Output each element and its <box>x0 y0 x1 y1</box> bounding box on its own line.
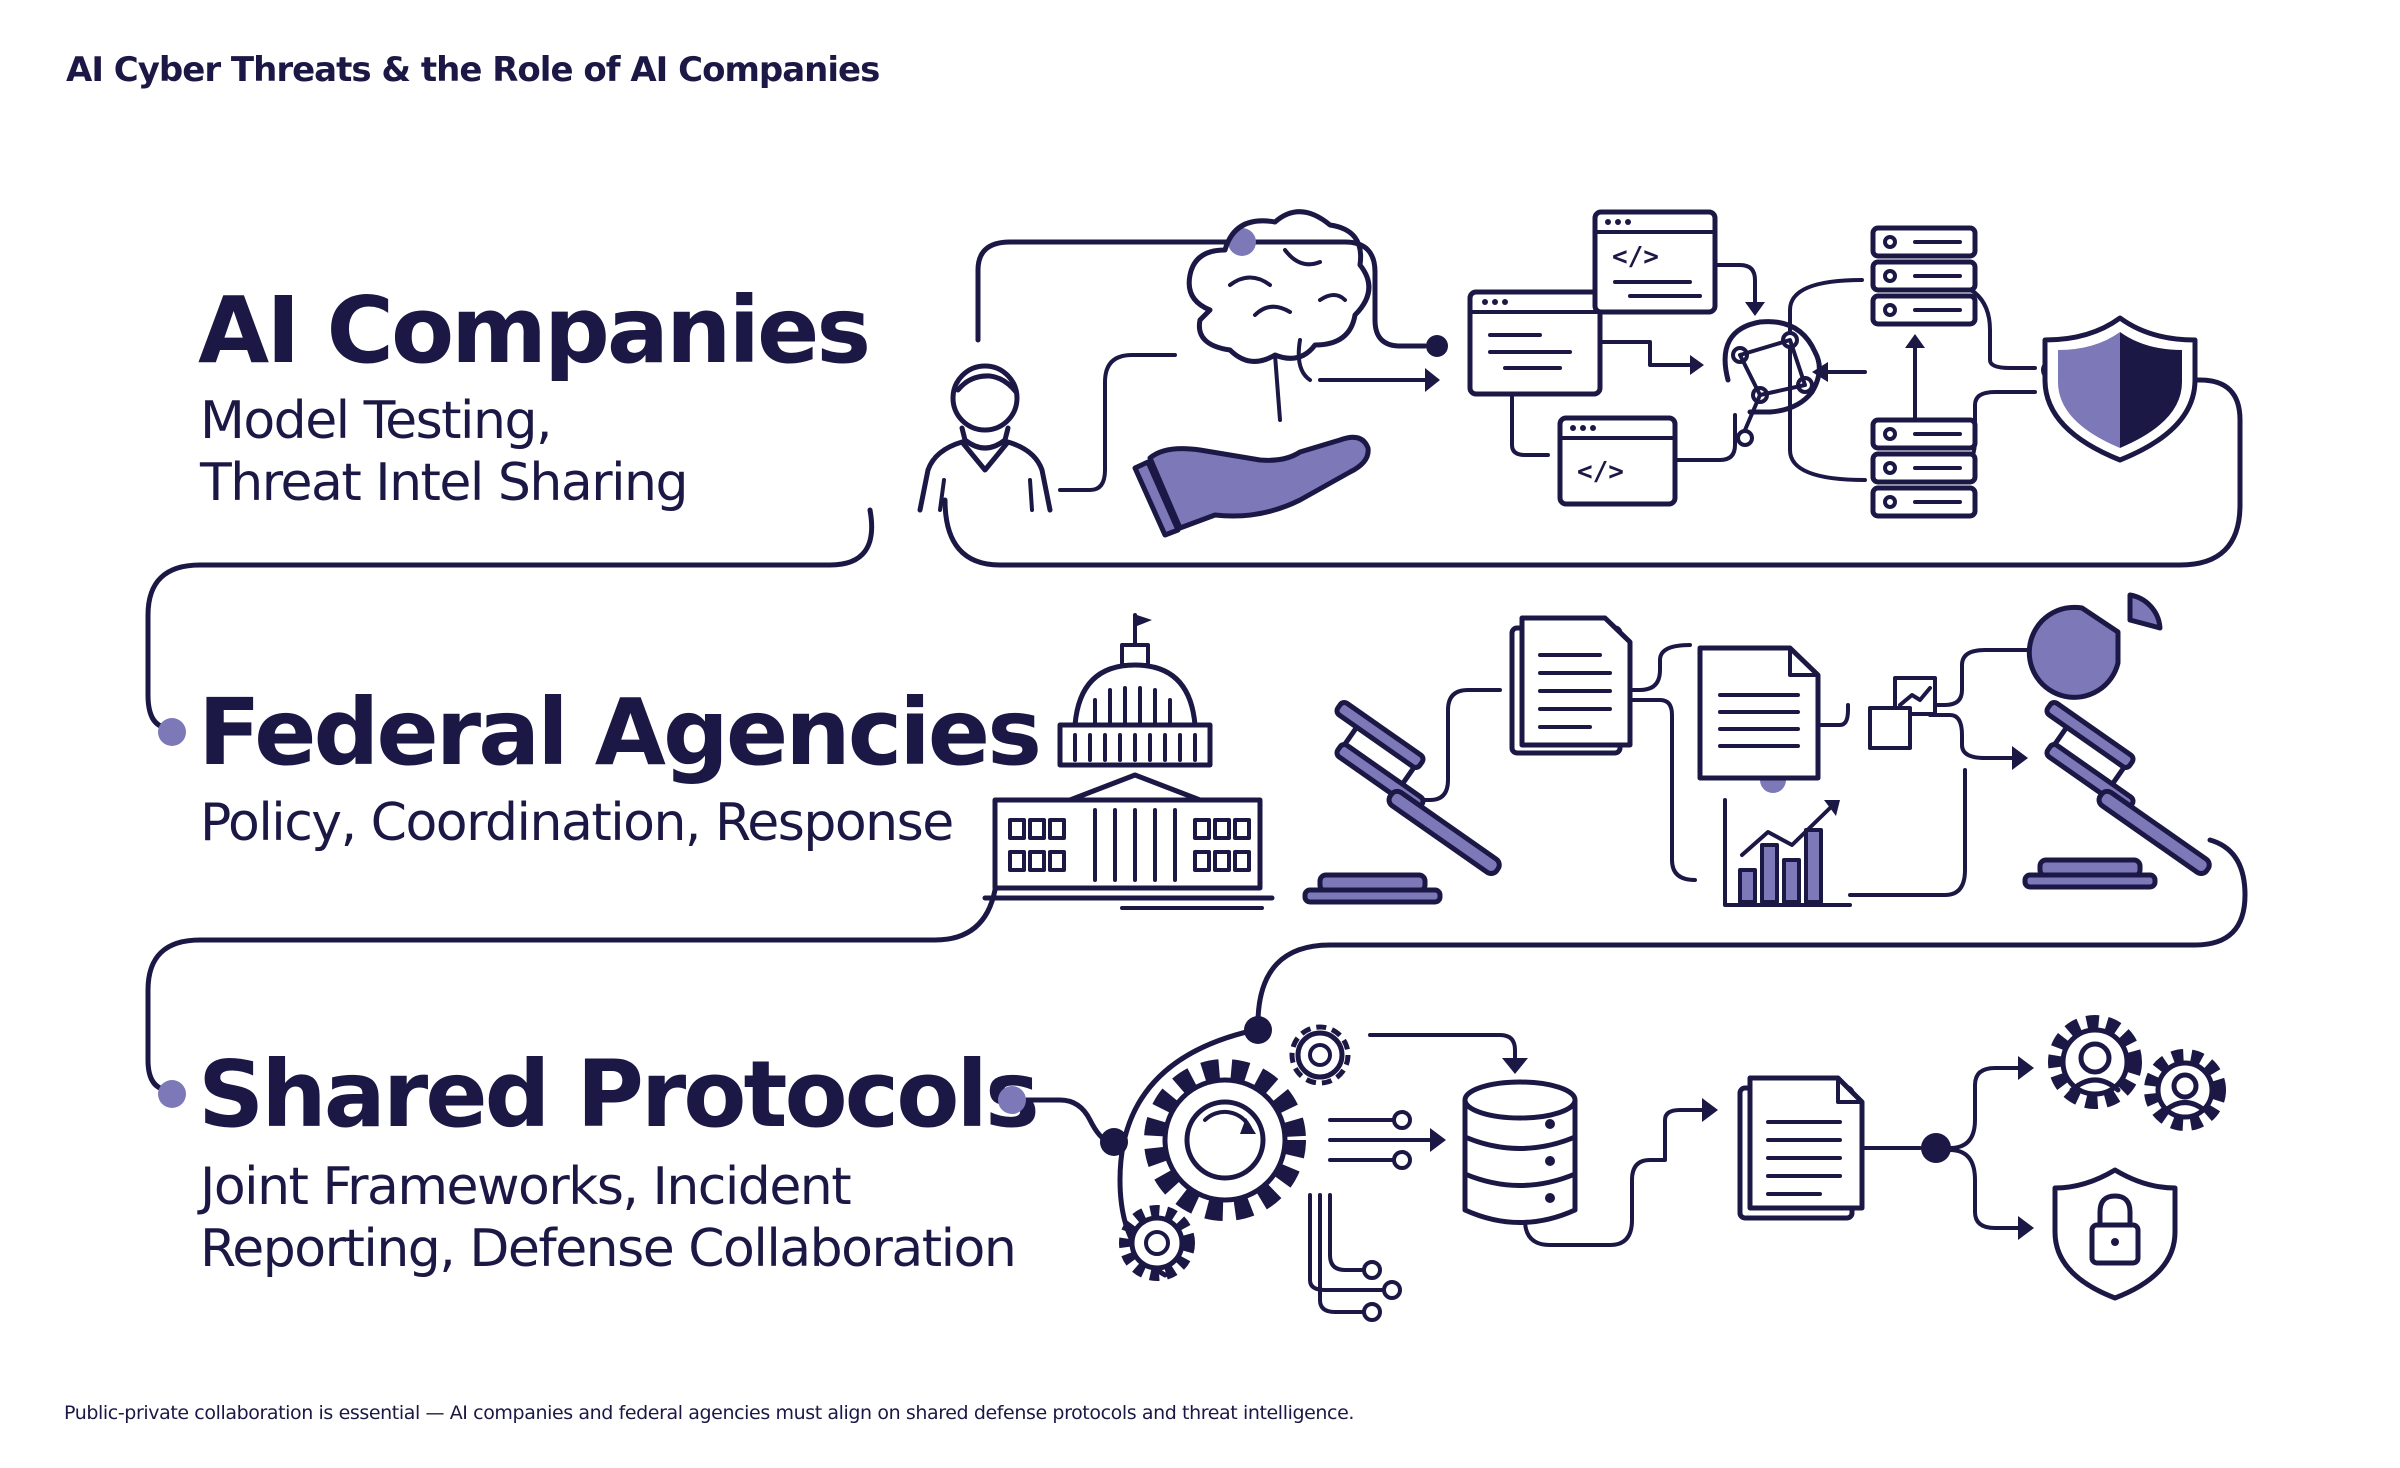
section-title: AI Companies <box>198 277 868 384</box>
node-dot <box>1244 1016 1272 1044</box>
node-dot <box>998 1086 1026 1114</box>
section-subtitle-line: Model Testing, <box>200 391 551 451</box>
gavel-icon <box>1302 700 1502 905</box>
code-window-icon: </> </> <box>1467 209 1718 507</box>
chart-trend-icon <box>1868 676 1937 750</box>
node-dot <box>1100 1128 1128 1156</box>
gears-icon <box>1119 1024 1351 1281</box>
section-title: Federal Agencies <box>198 679 1039 786</box>
section-subtitle-line: Policy, Coordination, Response <box>200 793 953 853</box>
shield-icon <box>2042 315 2198 463</box>
node-dot <box>158 1080 186 1108</box>
svg-text:</>: </> <box>1612 242 1659 272</box>
gears-icon <box>2048 1015 2226 1131</box>
node-dot <box>1426 335 1448 357</box>
svg-text:</>: </> <box>1577 457 1624 487</box>
section-subtitle-line: Threat Intel Sharing <box>199 453 687 513</box>
pie-chart-icon <box>2026 592 2163 700</box>
section-subtitle-line: Joint Frameworks, Incident <box>197 1157 851 1217</box>
database-icon <box>1462 1079 1578 1225</box>
shield-lock-icon <box>2052 1167 2178 1301</box>
connector-lines <box>145 239 2248 1322</box>
gavel-icon <box>2022 700 2212 890</box>
neural-network-icon <box>1722 319 1822 447</box>
section-subtitle-line: Reporting, Defense Collaboration <box>200 1219 1015 1279</box>
capitol-building-icon <box>982 613 1275 910</box>
footer-note: Public-private collaboration is essentia… <box>64 1402 1355 1424</box>
document-icon <box>1509 615 1633 756</box>
bar-chart-icon <box>1723 798 1852 907</box>
document-icon <box>1737 1075 1865 1221</box>
person-icon <box>917 363 1053 513</box>
brain-hand-icon <box>1132 209 1372 538</box>
page-title: AI Cyber Threats & the Role of AI Compan… <box>66 50 880 90</box>
node-dot <box>158 718 186 746</box>
section-title: Shared Protocols <box>198 1041 1037 1148</box>
section-federal-agencies: Federal Agencies Policy, Coordination, R… <box>198 679 1042 853</box>
section-ai-companies: AI Companies Model Testing, Threat Intel… <box>198 277 871 513</box>
document-icon <box>1697 645 1821 781</box>
server-rack-icon <box>1870 225 1978 519</box>
section-shared-protocols: Shared Protocols Joint Frameworks, Incid… <box>197 1041 1040 1279</box>
node-dot <box>1921 1133 1951 1163</box>
